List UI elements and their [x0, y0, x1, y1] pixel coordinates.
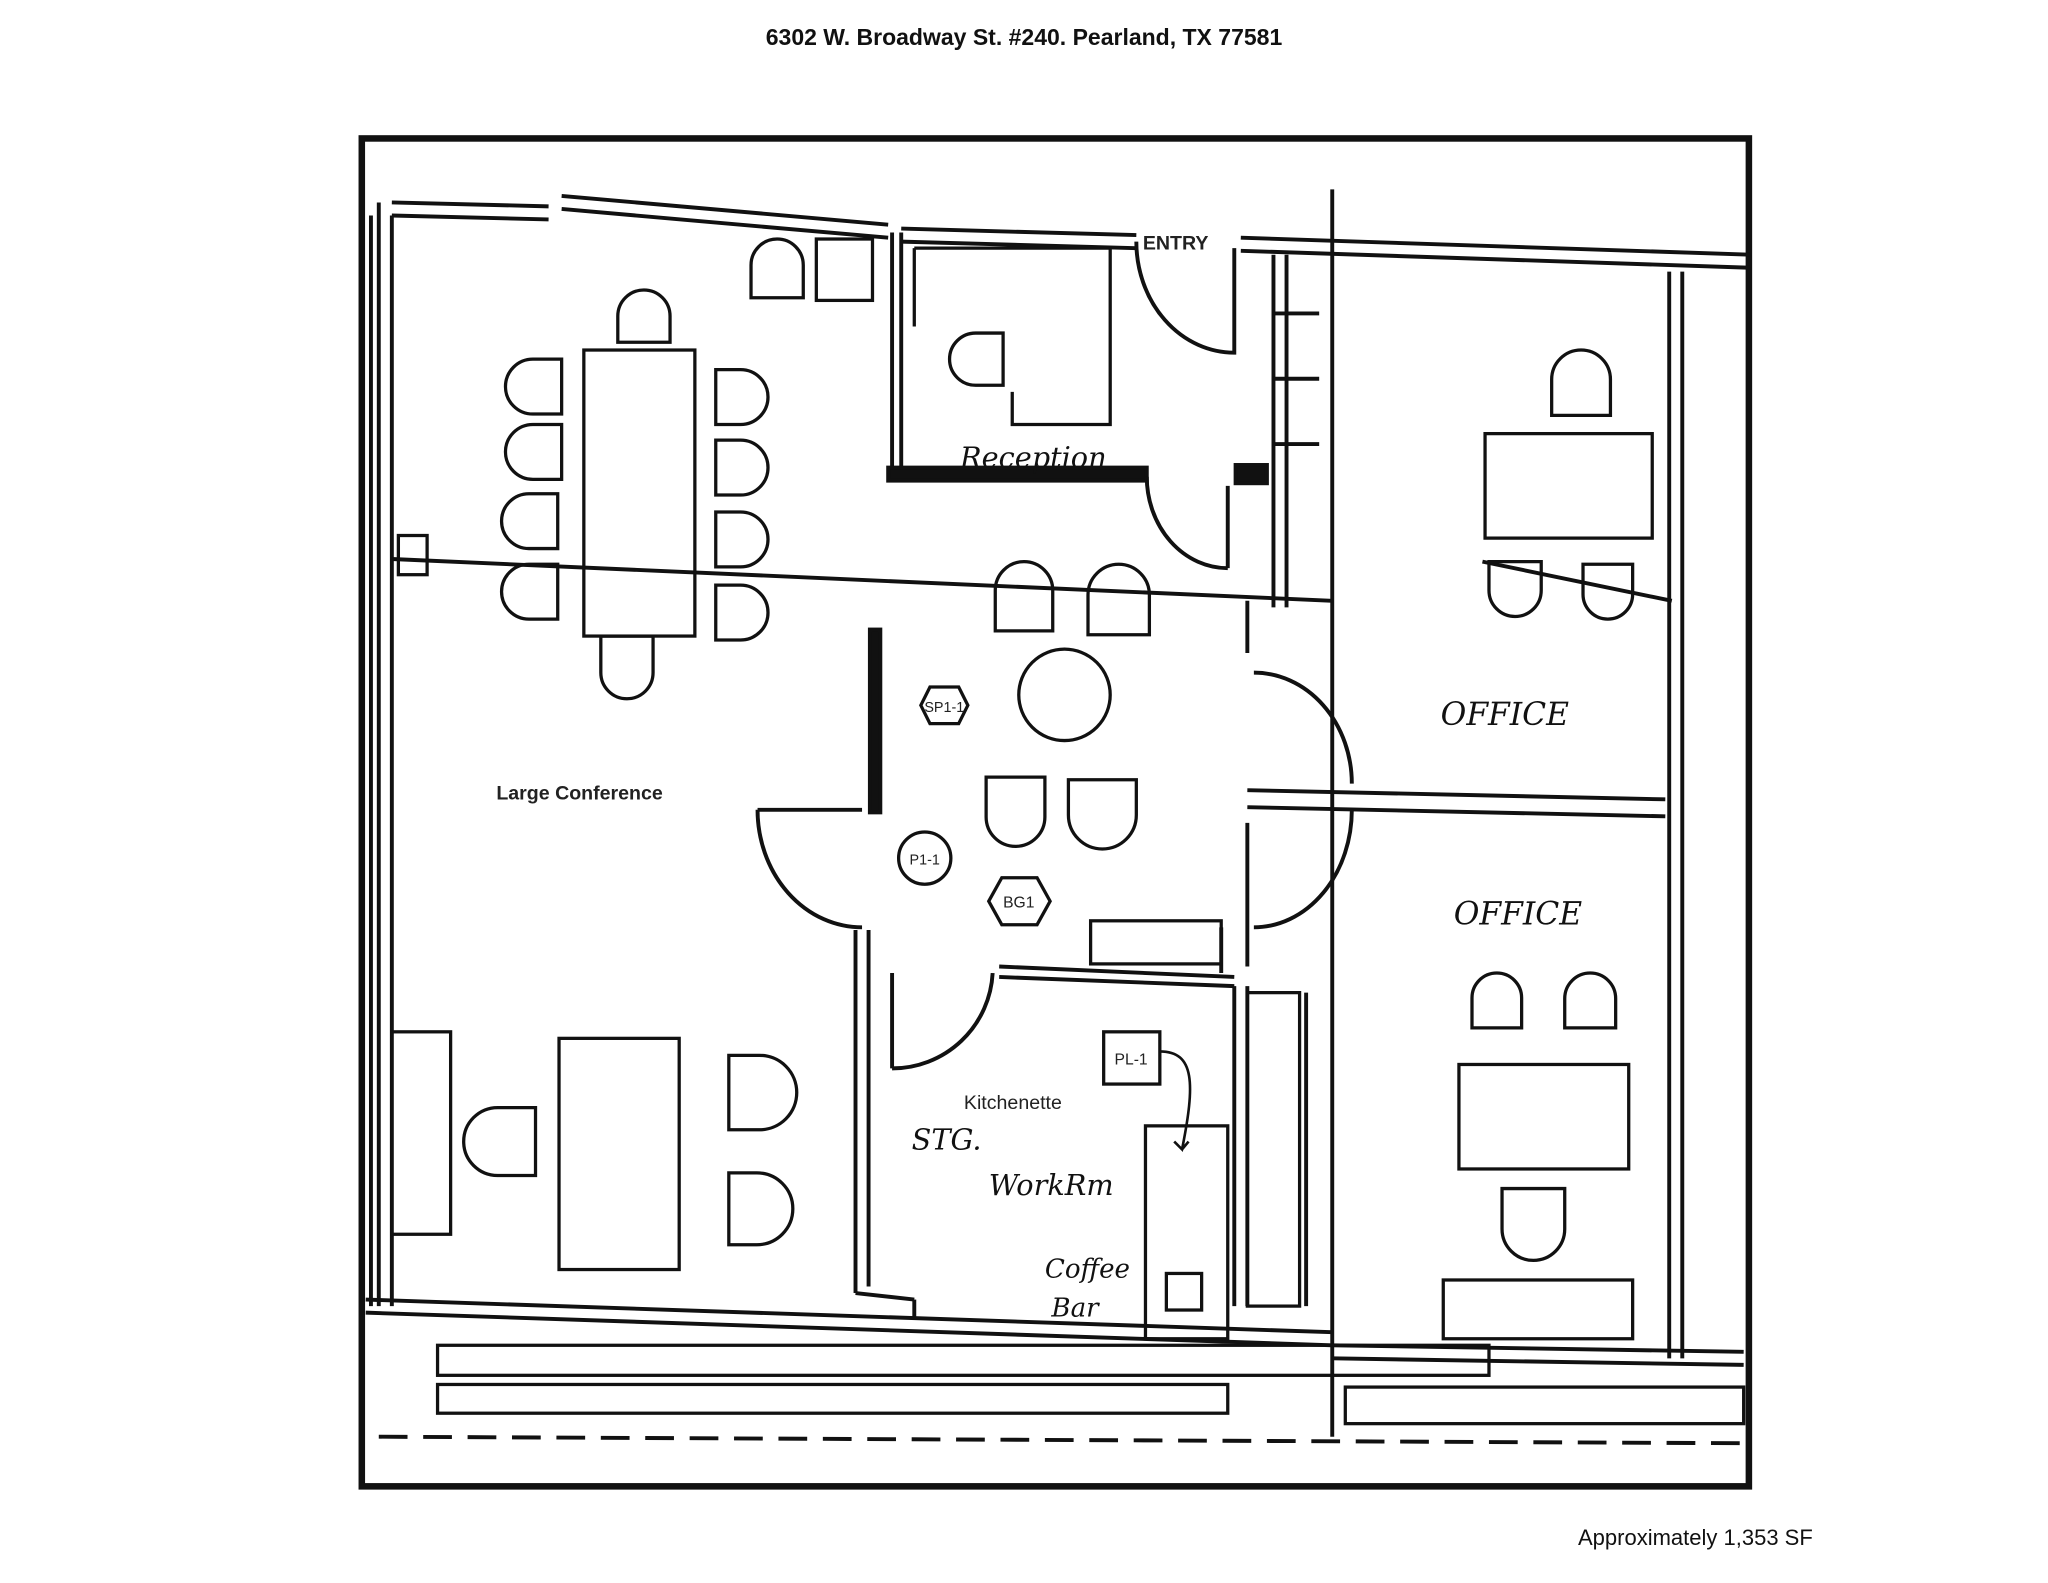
- window-sill: [435, 1343, 1491, 1377]
- label-workroom: WorkRm: [989, 1168, 1114, 1202]
- wall: [391, 200, 549, 209]
- wall-thick: [867, 627, 883, 815]
- conference-table: [582, 348, 697, 638]
- cabinet: [1245, 991, 1302, 1308]
- chair: [749, 237, 805, 300]
- door-swing: [1253, 670, 1354, 784]
- wall: [1482, 559, 1673, 603]
- label-reception: Reception: [959, 441, 1107, 475]
- label-large-conference: Large Conference: [496, 782, 663, 804]
- svg-text:PL-1: PL-1: [1115, 1051, 1148, 1068]
- wall: [561, 193, 889, 227]
- chair: [727, 1053, 799, 1132]
- door-swing: [890, 972, 995, 1071]
- wall: [561, 207, 889, 240]
- chair: [1487, 559, 1543, 619]
- chair: [503, 422, 564, 481]
- property-line: [378, 1434, 1744, 1446]
- furniture: [390, 237, 1746, 1426]
- label-entry: ENTRY: [1143, 232, 1209, 254]
- reception-desk: [912, 246, 1112, 427]
- wall: [391, 213, 549, 222]
- chair: [503, 357, 564, 416]
- label-coffee: Coffee: [1045, 1254, 1130, 1284]
- wall: [855, 1291, 915, 1302]
- chair: [714, 438, 770, 497]
- tag-p1: P1-1: [896, 830, 953, 886]
- wall: [1240, 248, 1751, 270]
- wall: [901, 226, 1137, 238]
- door-swing: [1134, 241, 1237, 355]
- walls: [358, 135, 1753, 1490]
- chair: [1563, 971, 1618, 1030]
- door-swing: [1253, 809, 1354, 930]
- chair: [1581, 562, 1635, 621]
- chair: [616, 288, 672, 344]
- desk: [1457, 1062, 1631, 1171]
- desk: [1483, 431, 1654, 540]
- wall: [1332, 1356, 1744, 1367]
- chair: [1550, 348, 1613, 417]
- page-title: 6302 W. Broadway St. #240. Pearland, TX …: [765, 24, 1283, 50]
- door-swing: [755, 809, 863, 930]
- wall: [999, 964, 1235, 979]
- chair: [1500, 1186, 1567, 1263]
- chair: [984, 775, 1047, 848]
- wall: [1240, 235, 1751, 257]
- label-storage: STG.: [912, 1122, 982, 1156]
- tag-bg1: BG1: [986, 876, 1052, 927]
- wall: [365, 1297, 1333, 1335]
- bench: [1088, 919, 1223, 966]
- svg-text:P1-1: P1-1: [910, 853, 940, 869]
- chair: [1066, 778, 1138, 851]
- chair: [1086, 562, 1152, 637]
- reception-partition: [886, 465, 1149, 483]
- chair: [499, 492, 560, 551]
- area-note: Approximately 1,353 SF: [1578, 1525, 1813, 1550]
- credenza: [1441, 1278, 1635, 1341]
- chair: [714, 583, 770, 642]
- tag-pl1: PL-1: [1102, 1030, 1192, 1153]
- appliance: [1164, 1271, 1204, 1312]
- chair: [727, 1171, 795, 1247]
- wall: [391, 557, 1333, 603]
- chair: [993, 560, 1055, 633]
- column: [396, 533, 429, 577]
- plan-border: [358, 135, 1753, 1490]
- planter: [1343, 1385, 1746, 1426]
- chair: [714, 510, 770, 569]
- label-bar: Bar: [1050, 1294, 1100, 1324]
- label-kitchenette: Kitchenette: [964, 1092, 1062, 1114]
- chair: [947, 331, 1005, 387]
- chair: [462, 1105, 538, 1178]
- chair: [1470, 971, 1524, 1030]
- wall-block: [1233, 463, 1269, 486]
- chair: [599, 634, 655, 701]
- round-table: [1017, 647, 1112, 743]
- svg-text:SP1-1: SP1-1: [924, 700, 964, 716]
- wall: [999, 975, 1235, 989]
- planter: [435, 1382, 1230, 1415]
- chair: [714, 367, 770, 427]
- label-office-upper: OFFICE: [1441, 697, 1570, 733]
- door-swing: [1144, 476, 1228, 571]
- tag-sp1: SP1-1: [918, 685, 970, 726]
- wall: [1247, 805, 1666, 819]
- chair: [499, 562, 560, 621]
- counter: [1143, 1124, 1230, 1341]
- desk: [557, 1036, 681, 1272]
- wall: [1247, 788, 1666, 802]
- side-table: [814, 237, 875, 303]
- credenza: [390, 1030, 453, 1236]
- label-office-lower: OFFICE: [1454, 897, 1583, 933]
- svg-text:BG1: BG1: [1003, 895, 1034, 912]
